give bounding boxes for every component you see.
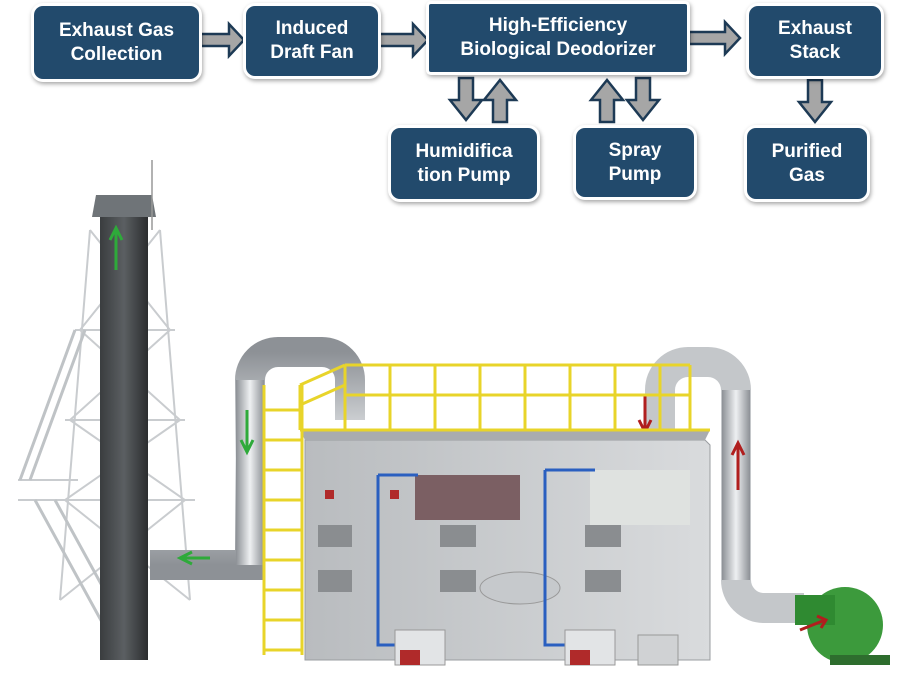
arrow-up-icon [481,77,519,124]
packing-cutaway-1 [415,475,520,520]
induced-draft-fan-box: Induced Draft Fan [246,6,378,76]
green-left-arrow-icon [176,550,210,566]
inlet-pipe [150,337,365,580]
arrow-down-icon [447,76,485,123]
induced-draft-fan-machine [795,587,890,665]
arrow-right-icon [687,18,742,58]
red-right-arrow-icon [799,614,829,632]
green-up-arrow-icon [108,224,124,270]
packing-cutaway-2 [590,470,690,525]
arrow-up-icon [588,77,626,124]
exhaust-gas-collection-box: Exhaust Gas Collection [34,6,199,79]
red-up-arrow-icon [730,439,746,490]
stack-chimney [100,215,148,660]
stack-cap [92,195,156,217]
outlet-pipe [645,347,804,623]
arrow-down-icon [796,78,834,125]
ladder [262,385,304,655]
purified-gas-box: Purified Gas [747,128,867,199]
deodorizer-box: High-Efficiency Biological Deodorizer [429,4,687,72]
biological-deodorizer [300,430,711,666]
humidification-pump-box: Humidifica tion Pump [391,128,537,199]
exhaust-stack-box: Exhaust Stack [749,6,881,76]
spray-pump-box: Spray Pump [576,128,694,197]
arrow-down-icon [624,76,662,123]
arrow-right-icon [377,20,430,60]
top-railing [298,363,710,432]
green-down-arrow-icon [239,410,255,456]
flow-arrows [199,18,834,125]
arrow-right-icon [199,20,246,60]
